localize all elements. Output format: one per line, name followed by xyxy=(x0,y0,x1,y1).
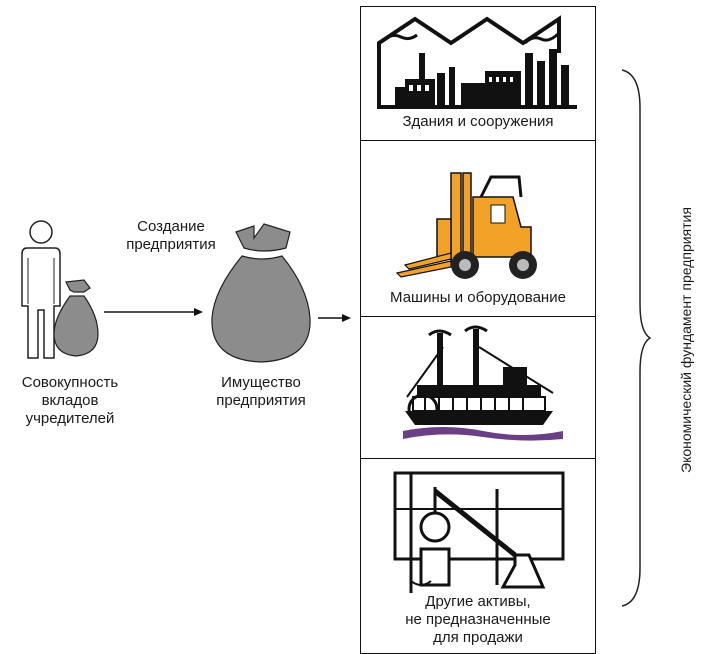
arrow-right-icon xyxy=(318,314,351,322)
founder-group xyxy=(14,218,104,368)
founders-caption-line-3: учредителей xyxy=(25,410,115,427)
founders-caption-line-1: Совокупность xyxy=(21,374,119,391)
factory-icon xyxy=(377,15,577,109)
panel-buildings-caption: Здания и сооружения xyxy=(402,113,554,130)
property-caption: Имущество предприятия xyxy=(196,374,326,410)
panel-other-assets: Другие активы, не предназначенные для пр… xyxy=(360,458,596,654)
panel-other-assets-caption-line-2: не предназначенные xyxy=(405,611,551,628)
creation-label: Создание предприятия xyxy=(106,218,236,254)
steamboat-icon xyxy=(403,325,563,441)
person-with-bag-icon xyxy=(21,220,99,359)
property-caption-line-2: предприятия xyxy=(216,392,306,409)
panel-other-assets-caption: Другие активы, не предназначенные для пр… xyxy=(361,593,595,647)
panel-vessel xyxy=(360,316,596,458)
panel-buildings: Здания и сооружения xyxy=(360,6,596,140)
panel-machines-caption: Машины и оборудование xyxy=(390,289,566,306)
founders-caption: Совокупность вкладов учредителей xyxy=(5,374,135,428)
panel-other-assets-caption-line-3: для продажи xyxy=(433,629,523,646)
panel-other-assets-caption-line-1: Другие активы, xyxy=(425,593,531,610)
property-bag-icon xyxy=(211,223,311,363)
panel-machines: Машины и оборудование xyxy=(360,140,596,316)
brace-label: Экономический фундамент предприятия xyxy=(678,207,694,473)
founders-caption-line-2: вкладов xyxy=(41,392,99,409)
forklift-icon xyxy=(395,172,537,279)
property-caption-line-1: Имущество xyxy=(221,374,301,391)
creation-label-line-2: предприятия xyxy=(126,236,216,253)
lab-apparatus-icon xyxy=(393,471,565,593)
curly-brace-icon xyxy=(621,69,652,607)
creation-label-line-1: Создание xyxy=(137,218,205,235)
arrow-right-icon xyxy=(104,308,203,316)
